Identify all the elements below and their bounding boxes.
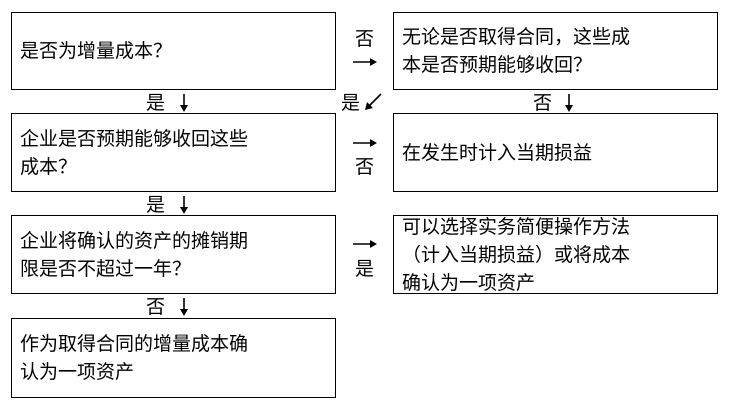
box-amortization-question: 企业将确认的资产的摊销期 限是否不超过一年？ [11,215,336,294]
box-recoverable-question: 企业是否预期能够收回这些 成本？ [11,113,336,192]
arrow-right-row3 [353,240,377,248]
label-yes-diagonal: 是 [341,92,361,114]
label-no-down3: 否 [146,296,166,318]
box-text: 无论是否取得合同，这些成 本是否预期能够收回？ [402,26,631,76]
box-text: 是否为增量成本？ [20,40,173,62]
label-yes-down1: 是 [146,92,166,114]
label-yes-down2: 是 [146,194,166,216]
arrow-down-2 [180,196,188,214]
arrow-down-right [565,94,573,112]
label-no-row2: 否 [355,156,375,178]
label-no-row1: 否 [355,28,375,50]
arrow-down-3 [180,298,188,316]
box-text: 作为取得合同的增量成本确 认为一项资产 [20,333,249,383]
box-regardless-recoverable-question: 无论是否取得合同，这些成 本是否预期能够收回？ [393,12,718,90]
box-text: 企业将确认的资产的摊销期 限是否不超过一年？ [20,229,249,280]
box-incremental-cost-question: 是否为增量成本？ [11,12,336,90]
arrow-right-row2 [353,139,377,147]
box-expense-result: 在发生时计入当期损益 [393,113,718,192]
box-practical-expedient-result: 可以选择实务简便操作方法 （计入当期损益）或将成本 确认为一项资产 [393,215,718,294]
box-text: 企业是否预期能够收回这些 成本？ [20,127,249,178]
box-asset-result: 作为取得合同的增量成本确 认为一项资产 [11,318,336,398]
box-text: 可以选择实务简便操作方法 （计入当期损益）或将成本 确认为一项资产 [402,215,631,294]
label-yes-row3: 是 [355,258,375,280]
arrow-right-row1 [353,58,377,66]
arrow-down-1 [180,94,188,112]
label-no-down-right: 否 [533,92,553,114]
arrow-diagonal [365,93,382,110]
box-text: 在发生时计入当期损益 [402,141,593,164]
